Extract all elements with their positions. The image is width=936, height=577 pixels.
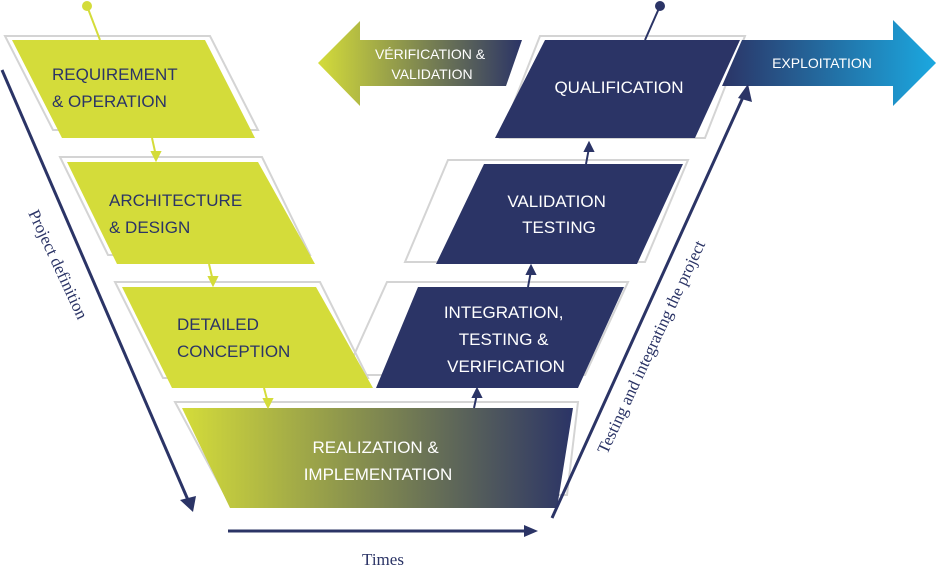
validation-label: VALIDATION TESTING: [507, 192, 610, 237]
right-top-pin: [644, 1, 665, 41]
testing-integrating-axis: [550, 84, 752, 519]
verification-arrow: [318, 21, 522, 106]
architecture-block: [67, 162, 315, 264]
detailed-label: DETAILED CONCEPTION: [177, 315, 290, 361]
realization-block: [182, 408, 573, 508]
block-outlines: [3, 35, 747, 496]
qualification-block: [495, 40, 740, 138]
exploitation-label: EXPLOITATION: [772, 55, 872, 71]
detailed-block: [122, 287, 373, 388]
verification-label: VÉRIFICATION & VALIDATION: [375, 46, 489, 82]
left-connectors: [150, 137, 274, 410]
requirement-block: [12, 40, 255, 138]
exploitation-arrow: [722, 20, 936, 106]
architecture-label: ARCHITECTURE & DESIGN: [109, 191, 247, 237]
integration-label: INTEGRATION, TESTING & VERIFICATION: [444, 303, 568, 376]
project-definition-label: Project definition: [24, 207, 92, 323]
right-connectors: [471, 140, 595, 409]
integration-block: [376, 287, 624, 388]
requirement-label: REQUIREMENT & OPERATION: [52, 65, 182, 111]
project-definition-axis: [0, 69, 196, 512]
qualification-label: QUALIFICATION: [554, 78, 683, 97]
validation-block: [436, 164, 683, 264]
left-top-pin: [82, 1, 101, 41]
times-label: Times: [362, 550, 404, 569]
realization-label: REALIZATION & IMPLEMENTATION: [304, 438, 453, 484]
times-axis: [228, 525, 538, 537]
testing-integrating-label: Testing and integrating the project: [593, 237, 709, 456]
